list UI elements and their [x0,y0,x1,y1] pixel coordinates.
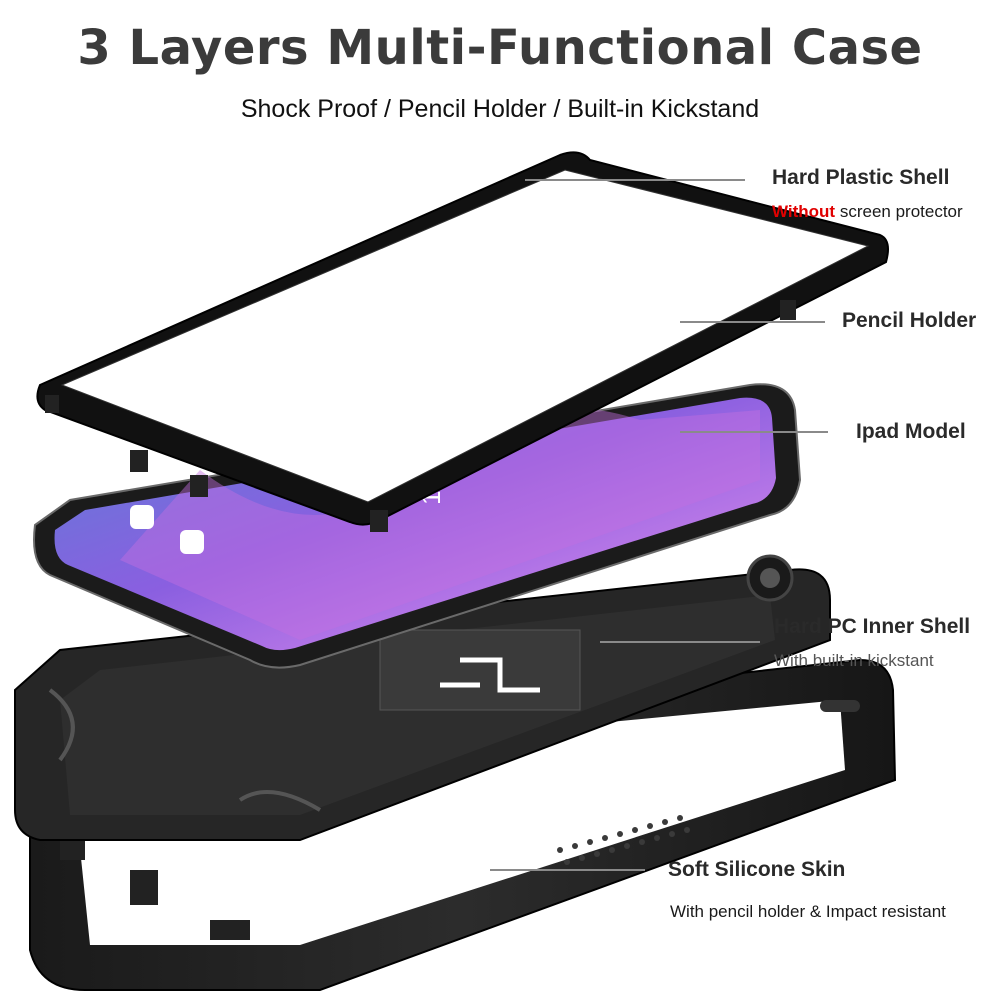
callout-leader-lines [490,179,828,871]
callout-pencil-holder-title: Pencil Holder [842,309,977,332]
callout-hard-plastic-shell-title: Hard Plastic Shell [772,166,950,189]
page-title: 3 Layers Multi-Functional Case [77,20,923,76]
callout-hard-pc-inner-shell-note: With built-in kickstant [774,651,934,670]
callout-hard-plastic-shell-note-rest: screen protector [835,202,963,221]
skin-honeycomb-grip [557,815,690,865]
callout-highlight-without: Without [772,202,836,221]
callout-soft-silicone-skin-note: With pencil holder & Impact resistant [670,902,946,921]
kickstand [379,629,581,711]
callout-hard-pc-inner-shell-title: Hard PC Inner Shell [774,615,971,638]
hard-plastic-shell-layer [36,151,889,532]
callout-ipad-model-title: Ipad Model [856,420,966,443]
page-subtitle: Shock Proof / Pencil Holder / Built-in K… [240,95,760,123]
callout-hard-plastic-shell-note: Without screen protector [772,202,963,222]
callout-soft-silicone-skin-title: Soft Silicone Skin [668,858,846,881]
